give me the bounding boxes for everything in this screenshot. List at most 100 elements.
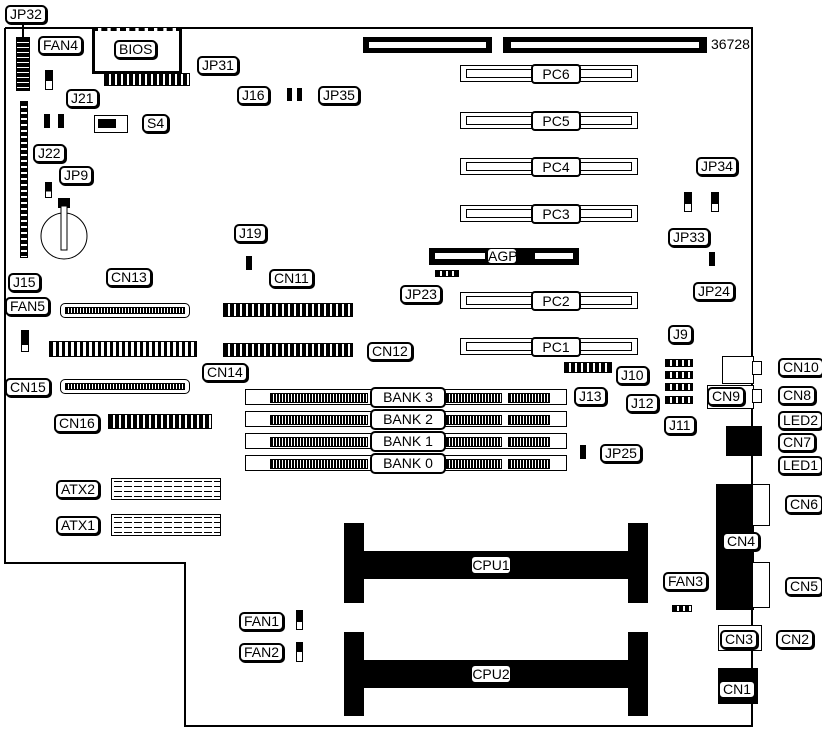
j13-header [564, 362, 612, 373]
cn5-port [752, 562, 770, 608]
bank-label: BANK 2 [370, 409, 446, 430]
label-j10: J10 [616, 366, 649, 385]
label-j11: J11 [664, 416, 696, 435]
jp31-header [104, 73, 190, 86]
label-jp9: JP9 [59, 166, 94, 185]
fan1-header [296, 610, 303, 630]
label-jp24: JP24 [693, 282, 735, 301]
cn8-tab [752, 389, 762, 403]
s4-switch [94, 115, 128, 133]
pci-slot-pc6: PC6 [460, 64, 638, 84]
cn14-connector [49, 341, 197, 357]
pci-slot-label: PC2 [531, 291, 581, 311]
pci-slot-pc4: PC4 [460, 157, 638, 177]
label-led2: LED2 [778, 411, 822, 430]
label-fan4: FAN4 [38, 36, 84, 55]
memory-bank-2: BANK 2 [245, 409, 567, 430]
label-jp31: JP31 [197, 56, 239, 75]
cn16-connector [108, 414, 212, 429]
jp32-header [16, 37, 30, 91]
label-cn5: CN5 [785, 577, 822, 596]
label-j21: J21 [66, 89, 99, 108]
pci-slot-pc1: PC1 [460, 337, 638, 357]
bank-label: BANK 1 [370, 431, 446, 452]
label-atx1: ATX1 [56, 516, 100, 535]
pci-slot-label: PC1 [531, 337, 581, 357]
cn15-connector [60, 379, 190, 394]
atx1-connector [111, 514, 221, 536]
label-fan1: FAN1 [239, 612, 285, 631]
atx2-connector [111, 478, 221, 500]
j22-jumper [44, 114, 50, 128]
j15-header [20, 101, 28, 258]
agp-slot: AGP [429, 248, 579, 265]
fan3-header [672, 605, 692, 612]
battery-icon [40, 198, 88, 260]
lead [22, 22, 24, 38]
board-id: 36728 [711, 36, 750, 52]
cpu-label: CPU1 [472, 557, 510, 573]
cn7-port [726, 426, 762, 456]
jp33-jumper [684, 192, 692, 212]
pci-slot-label: PC5 [531, 111, 581, 131]
j10-header [665, 371, 693, 379]
cn13-connector [60, 303, 190, 318]
jp9-jumper [45, 182, 52, 198]
j12-header [665, 383, 693, 391]
pci-slot-pc2: PC2 [460, 291, 638, 311]
pci-slot-label: PC3 [531, 204, 581, 224]
memory-bank-1: BANK 1 [245, 431, 567, 452]
label-cn3: CN3 [720, 630, 759, 649]
label-jp35: JP35 [318, 86, 360, 105]
label-jp33: JP33 [668, 228, 710, 247]
j9-header [665, 359, 693, 367]
label-cn7: CN7 [778, 433, 817, 452]
label-cn6: CN6 [785, 495, 822, 514]
label-cn12: CN12 [367, 342, 413, 361]
jp34-jumper [711, 192, 719, 212]
pci-slot-pc5: PC5 [460, 111, 638, 131]
label-jp25: JP25 [600, 444, 642, 463]
bank-label: BANK 0 [370, 453, 446, 474]
label-fan5: FAN5 [5, 297, 51, 316]
cn10-tab [752, 361, 762, 375]
label-cn11: CN11 [269, 269, 314, 288]
cn10-port [722, 356, 754, 384]
jp35-jumper [297, 88, 302, 101]
label-j12: J12 [626, 394, 659, 413]
label-fan3: FAN3 [663, 572, 709, 591]
label-cn13: CN13 [106, 268, 152, 287]
j21-jumper [58, 114, 64, 128]
j16-jumper [287, 88, 292, 101]
fan2-header [296, 642, 303, 662]
label-j19: J19 [234, 224, 267, 243]
agp-label: AGP [488, 248, 518, 264]
cn12-connector [223, 343, 353, 357]
label-j15: J15 [8, 273, 41, 292]
cn11-connector [223, 303, 353, 317]
jp25-jumper [580, 445, 586, 459]
pci-slot-label: PC4 [531, 157, 581, 177]
jp24-jumper [709, 252, 715, 266]
jp23-header [435, 270, 459, 277]
label-j16: J16 [237, 86, 270, 105]
label-cn14: CN14 [202, 363, 248, 382]
cn6-port [752, 484, 770, 526]
top-slot-right [503, 37, 707, 53]
label-cn10: CN10 [778, 358, 822, 377]
label-s4: S4 [142, 114, 170, 133]
label-cn8: CN8 [778, 386, 817, 405]
label-jp32: JP32 [5, 5, 47, 24]
j11-header [665, 396, 693, 404]
bios-socket [92, 28, 182, 74]
top-slot-left [363, 37, 492, 53]
fan4-header [45, 70, 53, 90]
cpu-slot-2: CPU2 [344, 632, 648, 716]
pci-slot-pc3: PC3 [460, 204, 638, 224]
label-jp34: JP34 [696, 157, 738, 176]
label-cn15: CN15 [5, 378, 51, 397]
pci-slot-label: PC6 [531, 64, 581, 84]
label-j13: J13 [574, 387, 607, 406]
